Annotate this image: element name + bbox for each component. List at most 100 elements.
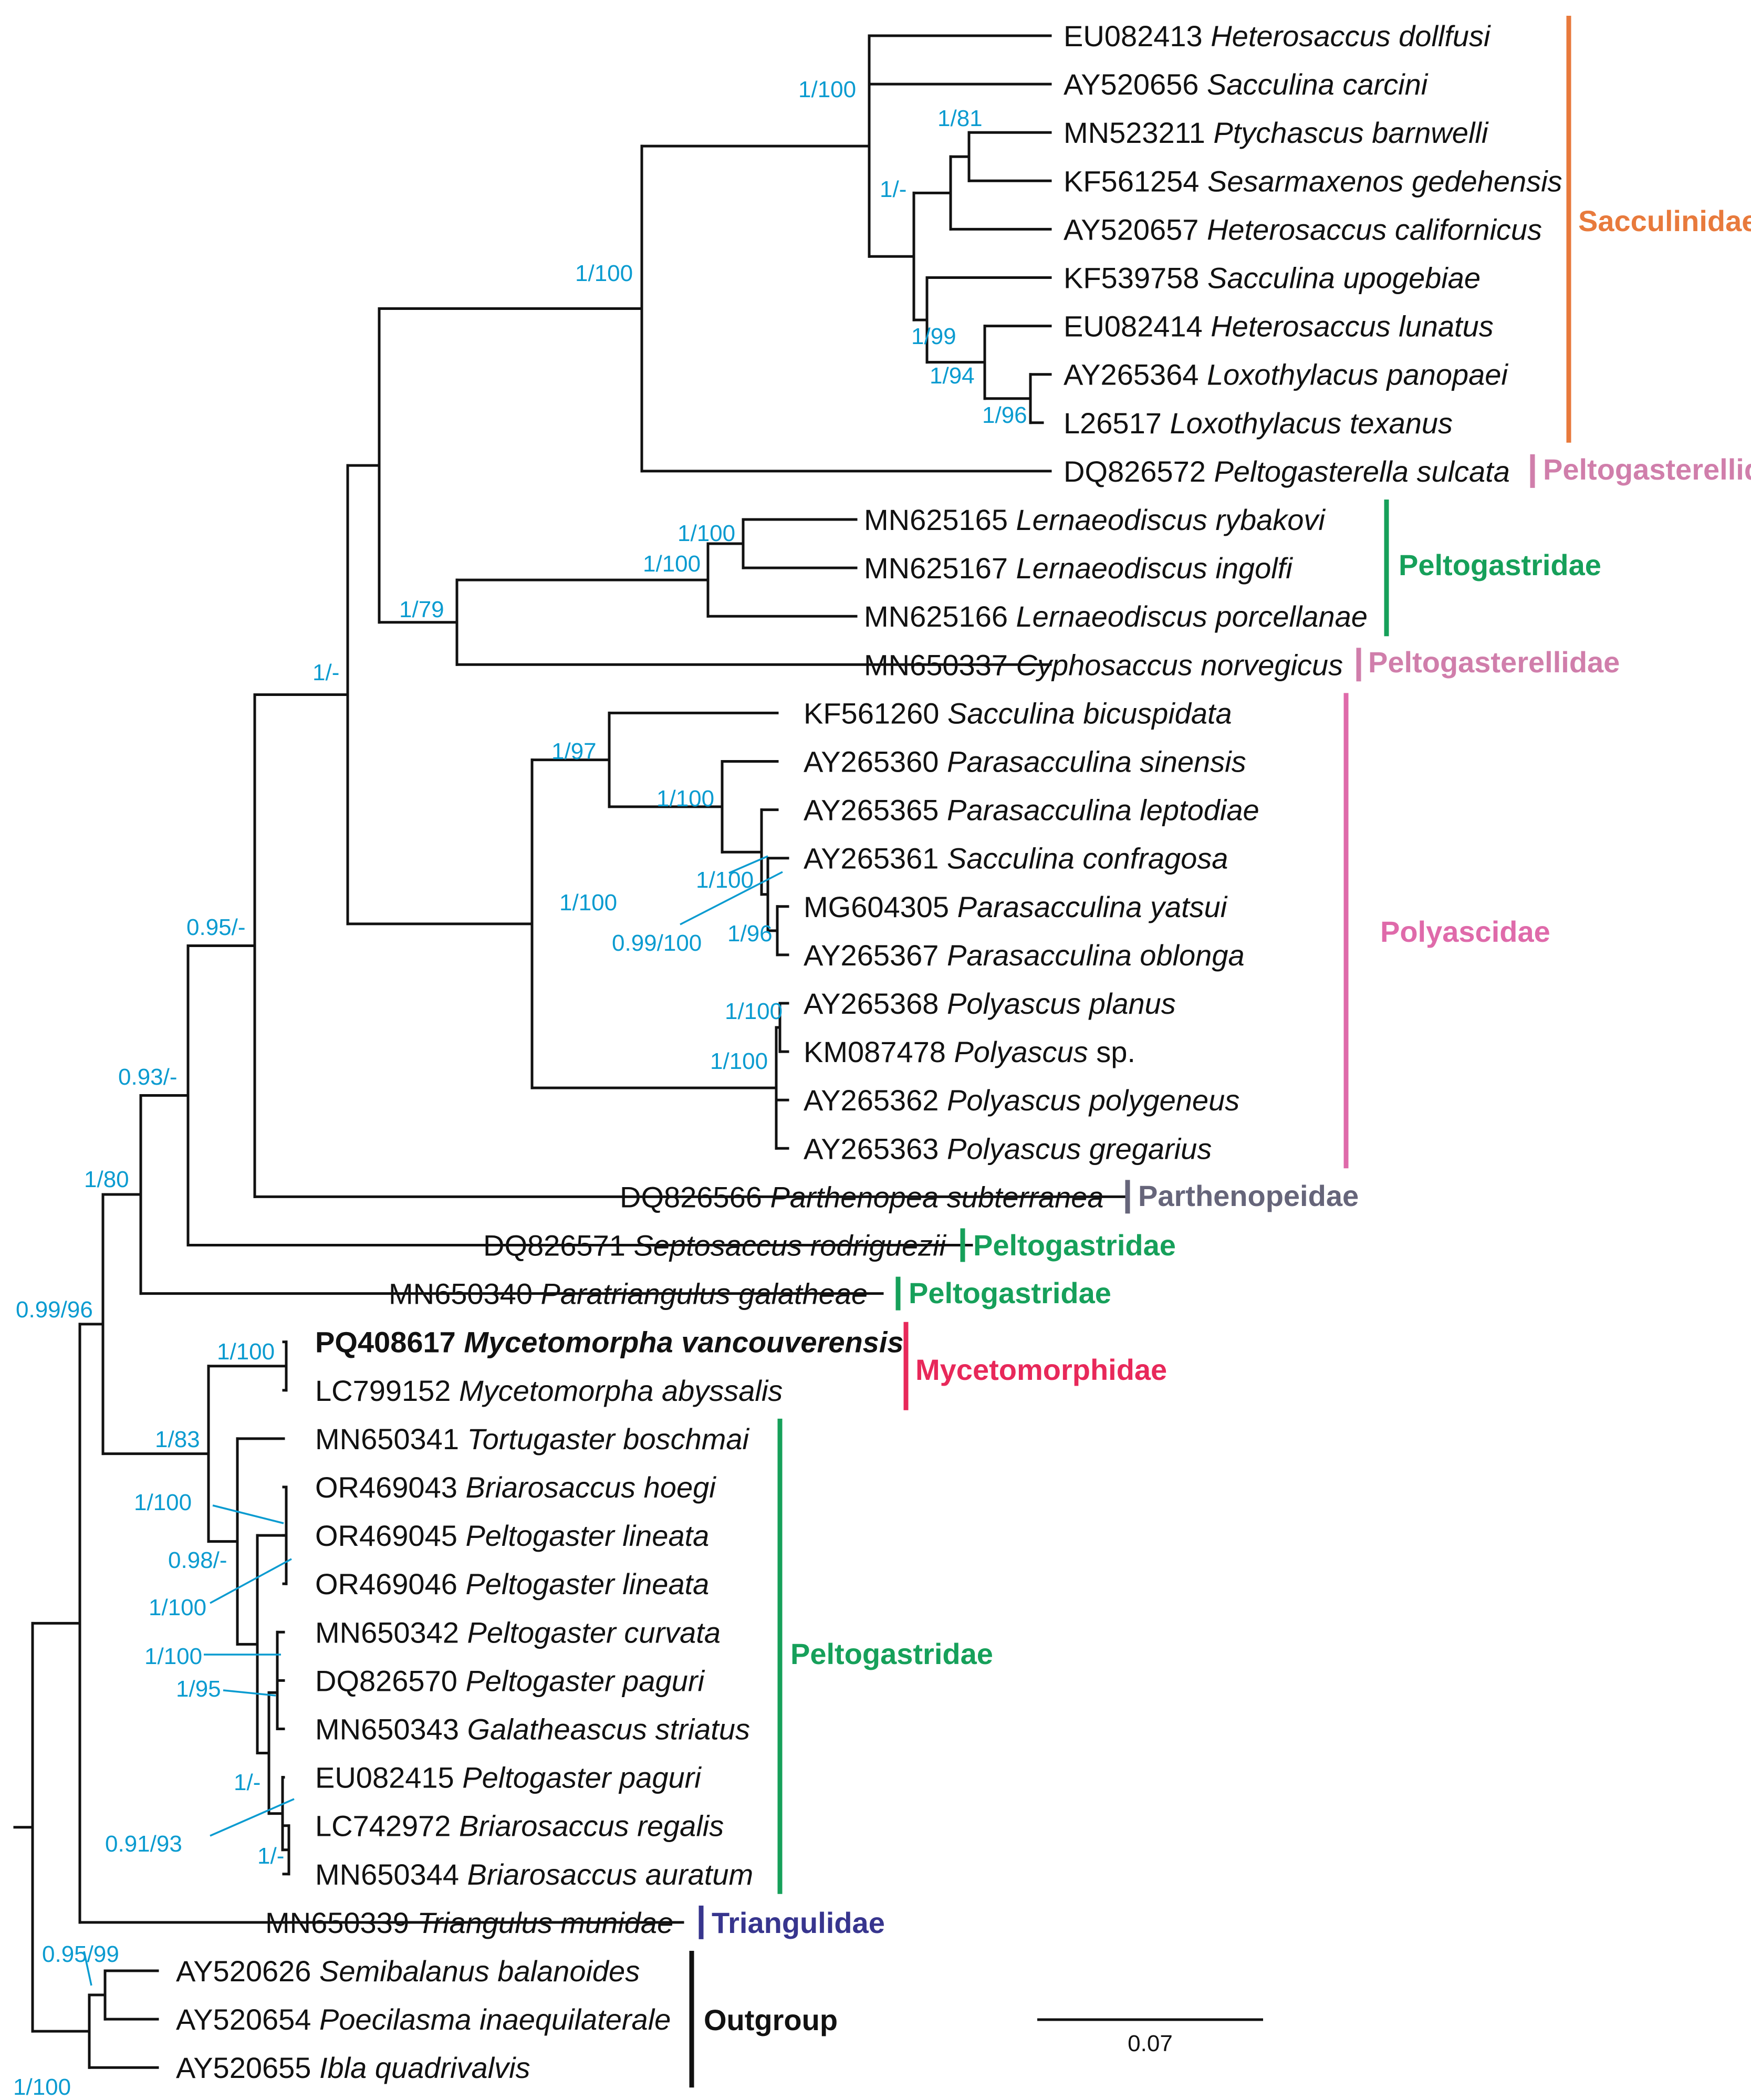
taxon-label-lc742972: LC742972 Briarosaccus regalis [315, 1810, 724, 1843]
family-label-peltogastridae: Peltogastridae [1399, 548, 1601, 581]
support-leader-lines [83, 855, 783, 1986]
taxon-label-ay265365: AY265365 Parasacculina leptodiae [804, 794, 1259, 827]
support-value-9: 1/100 [575, 261, 633, 286]
taxon-species-name: Briarosaccus regalis [459, 1810, 724, 1843]
support-value-12: 1/97 [551, 739, 597, 764]
taxon-accession: EU082415 [315, 1761, 454, 1794]
taxon-species-name: Lernaeodiscus ingolfi [1016, 552, 1294, 585]
support-value-20: 0.95/- [186, 914, 246, 940]
taxon-accession: MN625165 [864, 503, 1008, 536]
family-label-peltogastridae: Peltogastridae [790, 1637, 993, 1670]
taxon-label-mn650342: MN650342 Peltogaster curvata [315, 1616, 721, 1649]
support-value-27: 0.98/- [168, 1547, 227, 1573]
taxon-accession: DQ826571 [483, 1229, 626, 1262]
taxon-accession: AY265364 [1064, 358, 1198, 391]
taxon-accession: AY520626 [176, 1955, 311, 1988]
taxon-accession: EU082414 [1064, 310, 1203, 343]
taxon-species-name: Briarosaccus hoegi [465, 1471, 716, 1504]
taxon-species-name: Polyascus [954, 1035, 1088, 1068]
family-label-peltogastridae: Peltogastridae [909, 1276, 1111, 1309]
taxon-species-name: Peltogaster paguri [462, 1761, 702, 1794]
support-value-29: 1/100 [144, 1644, 202, 1669]
taxon-species-name: Sacculina bicuspidata [947, 696, 1232, 730]
taxon-label-or469045: OR469045 Peltogaster lineata [315, 1519, 709, 1552]
support-value-32: 0.91/93 [105, 1831, 182, 1857]
support-value-6: 1/96 [982, 402, 1027, 428]
family-label-peltogasterellidae: Peltogasterellidae [1543, 453, 1751, 486]
taxon-species-name: Ibla quadrivalvis [319, 2051, 530, 2084]
taxon-label-ay265362: AY265362 Polyascus polygeneus [804, 1084, 1239, 1117]
scale-bar-label: 0.07 [1128, 2031, 1173, 2056]
taxon-accession: AY265362 [804, 1084, 939, 1117]
taxon-species-name: Mycetomorpha abyssalis [459, 1374, 783, 1407]
taxon-label-mn523211: MN523211 Ptychascus barnwelli [1064, 116, 1489, 149]
taxon-label-ay265364: AY265364 Loxothylacus panopaei [1064, 358, 1508, 391]
taxon-accession: MN650337 [864, 648, 1008, 681]
taxon-accession: LC742972 [315, 1810, 451, 1843]
taxon-accession: MN625167 [864, 552, 1008, 585]
support-leader-line [212, 1504, 284, 1524]
taxon-label-ay520657: AY520657 Heterosaccus californicus [1064, 213, 1542, 246]
taxon-accession: MN650344 [315, 1858, 459, 1891]
support-value-15: 0.99/100 [612, 930, 702, 956]
support-leader-line [680, 871, 783, 926]
taxon-accession: LC799152 [315, 1374, 451, 1407]
taxon-label-ay520626: AY520626 Semibalanus balanoides [176, 1955, 640, 1988]
taxon-label-kf561254: KF561254 Sesarmaxenos gedehensis [1064, 164, 1562, 197]
taxon-species-name: Parasacculina yatsui [957, 890, 1228, 923]
taxon-label-mn625165: MN625165 Lernaeodiscus rybakovi [864, 503, 1326, 536]
taxon-label-eu082414: EU082414 Heterosaccus lunatus [1064, 310, 1494, 343]
taxon-accession: DQ826566 [620, 1180, 762, 1213]
taxon-species-name: Peltogasterella sulcata [1214, 455, 1509, 488]
taxon-label-eu082415: EU082415 Peltogaster paguri [315, 1761, 702, 1794]
taxon-label-ay265361: AY265361 Sacculina confragosa [804, 842, 1228, 875]
taxon-accession: MN650343 [315, 1713, 459, 1746]
scale-bar: 0.07 [1037, 2018, 1263, 2056]
taxon-accession: AY520657 [1064, 213, 1198, 246]
taxon-label-km087478: KM087478 Polyascus sp. [804, 1035, 1135, 1068]
support-value-16: 1/96 [727, 921, 773, 947]
support-leader-line [210, 1798, 295, 1837]
taxon-accession: AY265368 [804, 987, 939, 1020]
support-value-14: 1/100 [696, 867, 754, 893]
taxon-label-pq408617: PQ408617 Mycetomorpha vancouverensis [315, 1326, 904, 1359]
taxon-label-ay265368: AY265368 Polyascus planus [804, 987, 1176, 1020]
taxon-species-name: Septosaccus rodriguezii [633, 1229, 946, 1262]
support-value-34: 0.95/99 [42, 1941, 119, 1967]
taxon-accession: AY520655 [176, 2051, 311, 2084]
taxon-label-mn625166: MN625166 Lernaeodiscus porcellanae [864, 600, 1368, 633]
taxon-species-name: Peltogaster lineata [465, 1567, 709, 1600]
taxon-label-dq826571: DQ826571 Septosaccus rodriguezii [483, 1229, 947, 1262]
taxon-label-mn650344: MN650344 Briarosaccus auratum [315, 1858, 753, 1891]
support-value-21: 0.93/- [118, 1064, 178, 1090]
taxon-species-name: Sesarmaxenos gedehensis [1207, 164, 1562, 197]
taxon-accession: DQ826570 [315, 1664, 457, 1697]
taxon-species-name: Heterosaccus lunatus [1211, 310, 1494, 343]
taxon-species-name: Briarosaccus auratum [467, 1858, 754, 1891]
taxon-species-name: Tortugaster boschmai [467, 1422, 750, 1456]
taxon-accession: KF539758 [1064, 262, 1199, 295]
taxon-label-ay520655: AY520655 Ibla quadrivalvis [176, 2051, 530, 2084]
taxon-accession: MN650342 [315, 1616, 459, 1649]
support-value-13: 1/100 [656, 786, 714, 812]
support-values: 1/1001/811/-1/991/941/961/1001/1001/1001… [13, 77, 1027, 2100]
taxon-accession: MN625166 [864, 600, 1008, 633]
support-value-26: 1/100 [134, 1490, 192, 1515]
support-value-5: 1/94 [930, 363, 975, 389]
taxon-species-name: Parasacculina oblonga [947, 939, 1245, 972]
support-leader-line [83, 1951, 92, 1986]
taxon-species-name: Lernaeodiscus rybakovi [1016, 503, 1326, 536]
support-value-28: 1/100 [149, 1595, 206, 1620]
support-value-10: 1/79 [399, 597, 444, 622]
taxon-species-name: Triangulus munidae [418, 1906, 674, 1939]
taxon-accession: OR469046 [315, 1567, 457, 1600]
taxon-label-eu082413: EU082413 Heterosaccus dollfusi [1064, 19, 1491, 53]
support-value-7: 1/100 [678, 521, 735, 546]
taxon-accession: EU082413 [1064, 19, 1203, 53]
taxon-species-name: Parthenopea subterranea [770, 1180, 1103, 1213]
taxon-accession: AY265365 [804, 794, 939, 827]
taxon-species-name: Loxothylacus panopaei [1207, 358, 1508, 391]
taxon-accession: AY265367 [804, 939, 939, 972]
